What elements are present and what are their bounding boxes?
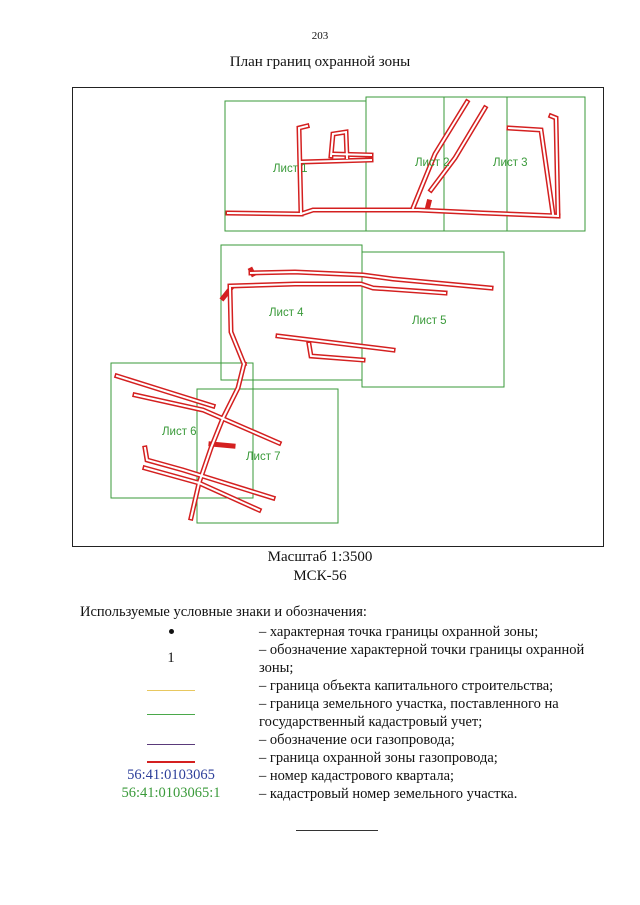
- sheet-7-frame: [196, 388, 339, 524]
- legend-text: – граница земельного участка, поставленн…: [259, 696, 559, 730]
- legend-text: – обозначение характерной точки границы …: [259, 642, 585, 676]
- page-number: 203: [311, 30, 329, 42]
- legend-title: Используемые условные знаки и обозначени…: [80, 604, 367, 620]
- sheet-5-label: Лист 5: [412, 315, 447, 327]
- plan-title: План границ охранной зоны: [229, 54, 411, 70]
- sheet-6-label: Лист 6: [162, 426, 197, 438]
- legend-symbol: [110, 623, 232, 640]
- sheet-1-label: Лист 1: [273, 163, 308, 175]
- sheet-5-frame: [361, 251, 505, 388]
- footer-rule: [296, 830, 378, 831]
- legend-text: – кадастровый номер земельного участка.: [259, 786, 518, 802]
- legend-symbol: [110, 731, 232, 748]
- sheet-boundaries: [110, 96, 586, 524]
- plan-map: Лист 1 Лист 2 Лист 3 Лист 4 Лист 5 Лист …: [110, 96, 586, 524]
- cadastral-plot-number: 56:41:0103065:1: [121, 785, 221, 801]
- sheet-7-label: Лист 7: [246, 451, 281, 463]
- scale-text: Масштаб 1:3500: [267, 549, 373, 565]
- legend-text: – обозначение оси газопровода;: [259, 732, 455, 748]
- legend-text: – граница объекта капитального строитель…: [259, 678, 554, 694]
- sheet-4-label: Лист 4: [269, 307, 304, 319]
- crs-text: МСК-56: [293, 568, 347, 584]
- sheet-3-label: Лист 3: [493, 157, 528, 169]
- sheet-2-label: Лист 2: [415, 157, 450, 169]
- protection-zone: [113, 98, 561, 521]
- building-line-icon: [147, 689, 195, 691]
- pipeline-axis-line-icon: [147, 743, 195, 745]
- legend-symbol: 1: [167, 650, 175, 666]
- legend-symbol: [110, 706, 232, 723]
- map-frame: Лист 1 Лист 2 Лист 3 Лист 4 Лист 5 Лист …: [72, 87, 604, 547]
- sheet-3-frame: [443, 96, 586, 232]
- point-dot-icon: [168, 629, 174, 635]
- cadastral-quarter-number: 56:41:0103065: [127, 767, 215, 783]
- protection-zone-line-icon: [147, 761, 195, 764]
- legend-symbol: [110, 749, 232, 766]
- legend-text: – характерная точка границы охранной зон…: [259, 624, 539, 640]
- legend-text: – граница охранной зоны газопровода;: [259, 750, 498, 766]
- legend-symbol: [110, 677, 232, 694]
- legend-text: – номер кадастрового квартала;: [259, 768, 455, 784]
- sheet-2-frame: [365, 96, 508, 232]
- land-plot-line-icon: [147, 714, 195, 716]
